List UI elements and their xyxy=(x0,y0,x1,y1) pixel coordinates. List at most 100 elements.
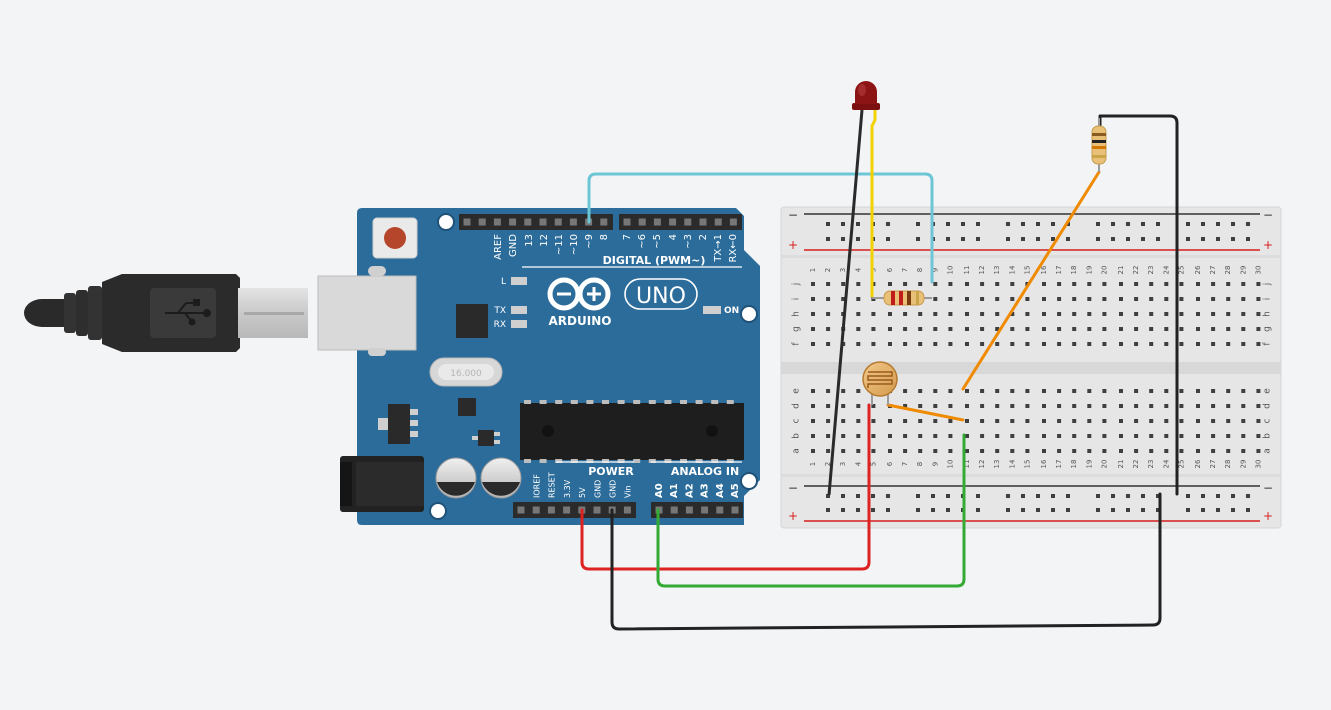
rail-hole[interactable] xyxy=(1066,508,1070,512)
rail-hole[interactable] xyxy=(1216,222,1220,226)
breadboard-hole[interactable] xyxy=(1072,419,1077,423)
breadboard-hole[interactable] xyxy=(1256,282,1261,286)
breadboard-hole[interactable] xyxy=(811,404,815,408)
breadboard-hole[interactable] xyxy=(826,312,831,316)
breadboard-hole[interactable] xyxy=(841,297,846,301)
header-pin[interactable] xyxy=(699,218,707,226)
breadboard-hole[interactable] xyxy=(1010,297,1015,301)
breadboard-hole[interactable] xyxy=(1179,297,1184,301)
breadboard-hole[interactable] xyxy=(856,389,861,393)
breadboard-hole[interactable] xyxy=(888,342,892,346)
breadboard-hole[interactable] xyxy=(965,327,969,331)
breadboard-hole[interactable] xyxy=(811,297,815,301)
breadboard-hole[interactable] xyxy=(1179,282,1184,286)
breadboard-hole[interactable] xyxy=(1134,404,1139,408)
header-pin[interactable] xyxy=(729,218,737,226)
rail-hole[interactable] xyxy=(1141,494,1145,498)
breadboard-hole[interactable] xyxy=(1025,342,1030,346)
breadboard-hole[interactable] xyxy=(948,312,953,316)
breadboard-hole[interactable] xyxy=(1179,312,1184,316)
breadboard-hole[interactable] xyxy=(1072,282,1077,286)
breadboard-hole[interactable] xyxy=(826,389,831,393)
breadboard-hole[interactable] xyxy=(995,419,1000,423)
rail-hole[interactable] xyxy=(1051,508,1055,512)
rail-hole[interactable] xyxy=(1096,222,1100,226)
header-pin[interactable] xyxy=(638,218,646,226)
breadboard-hole[interactable] xyxy=(1057,389,1062,393)
rail-hole[interactable] xyxy=(1096,237,1100,241)
breadboard-hole[interactable] xyxy=(1134,434,1139,438)
rail-hole[interactable] xyxy=(841,222,845,226)
rail-hole[interactable] xyxy=(1156,237,1160,241)
breadboard-hole[interactable] xyxy=(933,419,938,423)
rail-hole[interactable] xyxy=(826,494,830,498)
rail-hole[interactable] xyxy=(1066,237,1070,241)
rail-hole[interactable] xyxy=(916,237,920,241)
breadboard-hole[interactable] xyxy=(811,434,815,438)
breadboard-hole[interactable] xyxy=(1134,327,1139,331)
breadboard-hole[interactable] xyxy=(1256,404,1261,408)
breadboard-hole[interactable] xyxy=(1042,389,1046,393)
breadboard-hole[interactable] xyxy=(903,419,908,423)
breadboard-hole[interactable] xyxy=(826,342,831,346)
breadboard-hole[interactable] xyxy=(1025,389,1030,393)
breadboard-hole[interactable] xyxy=(933,449,938,453)
rail-hole[interactable] xyxy=(1201,222,1205,226)
breadboard-hole[interactable] xyxy=(948,327,953,331)
breadboard-hole[interactable] xyxy=(1057,297,1062,301)
breadboard-hole[interactable] xyxy=(1196,404,1200,408)
breadboard-hole[interactable] xyxy=(948,449,953,453)
rail-hole[interactable] xyxy=(826,222,830,226)
breadboard-hole[interactable] xyxy=(980,389,985,393)
breadboard-hole[interactable] xyxy=(995,434,1000,438)
breadboard-hole[interactable] xyxy=(1211,389,1216,393)
rail-hole[interactable] xyxy=(841,237,845,241)
breadboard-hole[interactable] xyxy=(1102,342,1107,346)
rail-hole[interactable] xyxy=(931,508,935,512)
breadboard-hole[interactable] xyxy=(1119,312,1123,316)
breadboard-hole[interactable] xyxy=(1226,327,1231,331)
breadboard-hole[interactable] xyxy=(1179,389,1184,393)
breadboard-hole[interactable] xyxy=(1256,449,1261,453)
header-pin[interactable] xyxy=(532,506,540,514)
breadboard-hole[interactable] xyxy=(1211,327,1216,331)
red-led[interactable] xyxy=(827,81,880,496)
breadboard-hole[interactable] xyxy=(1164,297,1169,301)
breadboard-hole[interactable] xyxy=(1102,327,1107,331)
breadboard-hole[interactable] xyxy=(933,312,938,316)
rail-hole[interactable] xyxy=(1051,494,1055,498)
breadboard-hole[interactable] xyxy=(1072,389,1077,393)
breadboard-hole[interactable] xyxy=(1042,449,1046,453)
breadboard-hole[interactable] xyxy=(1134,389,1139,393)
breadboard-hole[interactable] xyxy=(1256,419,1261,423)
breadboard-hole[interactable] xyxy=(1241,449,1246,453)
breadboard-hole[interactable] xyxy=(1196,312,1200,316)
breadboard-hole[interactable] xyxy=(918,327,923,331)
breadboard-hole[interactable] xyxy=(1010,282,1015,286)
wire-red-5v[interactable] xyxy=(580,403,871,571)
breadboard-hole[interactable] xyxy=(1226,389,1231,393)
breadboard-hole[interactable] xyxy=(826,434,831,438)
breadboard-hole[interactable] xyxy=(1241,342,1246,346)
breadboard-hole[interactable] xyxy=(1025,419,1030,423)
rail-hole[interactable] xyxy=(1186,494,1190,498)
breadboard-hole[interactable] xyxy=(1241,419,1246,423)
breadboard-hole[interactable] xyxy=(1087,404,1092,408)
breadboard-hole[interactable] xyxy=(1025,449,1030,453)
breadboard-hole[interactable] xyxy=(1042,434,1046,438)
rail-hole[interactable] xyxy=(1231,237,1235,241)
breadboard-hole[interactable] xyxy=(1119,434,1123,438)
breadboard-hole[interactable] xyxy=(903,282,908,286)
breadboard-hole[interactable] xyxy=(1119,389,1123,393)
breadboard-hole[interactable] xyxy=(1102,404,1107,408)
breadboard-hole[interactable] xyxy=(995,282,1000,286)
breadboard-hole[interactable] xyxy=(903,434,908,438)
rail-hole[interactable] xyxy=(1246,508,1250,512)
breadboard-hole[interactable] xyxy=(1179,419,1184,423)
breadboard-hole[interactable] xyxy=(1196,342,1200,346)
breadboard-hole[interactable] xyxy=(965,434,969,438)
breadboard-hole[interactable] xyxy=(826,297,831,301)
breadboard-hole[interactable] xyxy=(1072,327,1077,331)
breadboard-hole[interactable] xyxy=(948,297,953,301)
breadboard-hole[interactable] xyxy=(933,327,938,331)
